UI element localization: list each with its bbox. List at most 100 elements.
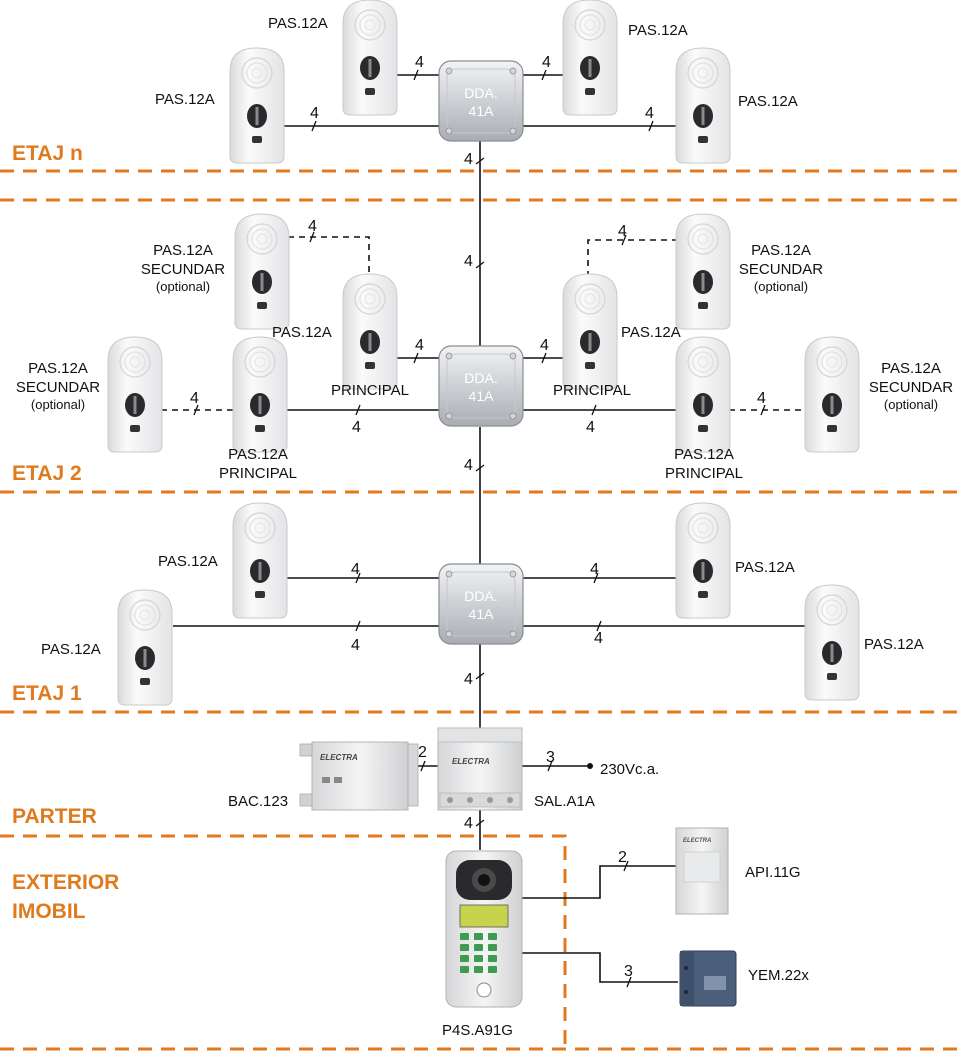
device-label: YEM.22x <box>748 967 809 984</box>
wire-count: 4 <box>645 105 654 122</box>
device-label: PAS.12A <box>158 553 218 570</box>
device-label: API.11G <box>745 864 801 881</box>
device-label: PAS.12A <box>41 641 101 658</box>
pas-12a-principal-unit <box>232 336 288 453</box>
device-label: PAS.12A <box>881 360 941 377</box>
wire-count: 4 <box>757 390 766 407</box>
pas-12a-unit <box>229 47 285 164</box>
floor-label-etaj-n: ETAJ n <box>12 142 83 165</box>
wire-optional <box>288 236 370 277</box>
pas-12a-unit <box>342 0 398 116</box>
dda-label: 41A <box>469 103 495 119</box>
terminal-dot <box>587 763 593 769</box>
power-label: 230Vc.a. <box>600 761 659 778</box>
dda-41a-distributor: DDA. 41A <box>438 563 524 645</box>
device-label: (optional) <box>754 279 808 294</box>
device-label: PAS.12A <box>28 360 88 377</box>
device-label: PAS.12A <box>153 242 213 259</box>
pas-12a-unit <box>562 0 618 116</box>
wire-count: 4 <box>415 54 424 71</box>
pas-12a-secundar-unit <box>675 213 731 330</box>
pas-12a-secundar-unit <box>107 336 163 453</box>
wire-count: 4 <box>590 561 599 578</box>
wire-count: 4 <box>310 105 319 122</box>
wire-api <box>522 865 676 899</box>
pas-12a-principal-unit <box>342 273 398 390</box>
wire-count: 3 <box>624 963 633 980</box>
device-label: PAS.12A <box>674 446 734 463</box>
pas-12a-unit <box>117 589 173 706</box>
device-label: PRINCIPAL <box>331 382 409 399</box>
wire-count: 4 <box>464 253 473 270</box>
dda-label: DDA. <box>464 588 497 604</box>
dda-label: DDA. <box>464 85 497 101</box>
dda-label: DDA. <box>464 370 497 386</box>
sal-a1a-power-supply: ELECTRA <box>437 727 523 811</box>
device-label: PAS.12A <box>864 636 924 653</box>
device-label: SECUNDAR <box>16 379 100 396</box>
pas-12a-principal-unit <box>675 336 731 453</box>
wire-count: 4 <box>464 457 473 474</box>
wire-count: 4 <box>308 218 317 235</box>
device-label: PAS.12A <box>628 22 688 39</box>
wire-count: 4 <box>415 337 424 354</box>
wire-count: 4 <box>542 54 551 71</box>
api-11g-unit: ELECTRA <box>675 827 729 915</box>
wire-count: 4 <box>190 390 199 407</box>
dda-label: 41A <box>469 606 495 622</box>
wire-count: 2 <box>618 849 627 866</box>
brand-label: ELECTRA <box>320 753 358 762</box>
device-label: PAS.12A <box>155 91 215 108</box>
dda-41a-distributor: DDA. 41A <box>438 60 524 142</box>
pas-12a-secundar-unit <box>804 336 860 453</box>
p4s-a91g-entrance-panel <box>445 850 523 1008</box>
wire-count: 4 <box>594 630 603 647</box>
dda-41a-distributor: DDA. 41A <box>438 345 524 427</box>
device-label: SECUNDAR <box>141 261 225 278</box>
device-label: PAS.12A <box>621 324 681 341</box>
wire-count: 4 <box>618 223 627 240</box>
pas-12a-unit <box>232 502 288 619</box>
brand-label: ELECTRA <box>452 757 490 766</box>
device-label: PAS.12A <box>272 324 332 341</box>
yem-22x-lock <box>679 950 737 1007</box>
wire-count: 4 <box>464 815 473 832</box>
device-label: (optional) <box>884 397 938 412</box>
device-label: PAS.12A <box>738 93 798 110</box>
wire-count: 4 <box>540 337 549 354</box>
device-label: SECUNDAR <box>739 261 823 278</box>
device-label: PRINCIPAL <box>553 382 631 399</box>
floor-label-etaj-1: ETAJ 1 <box>12 682 82 705</box>
device-label: PAS.12A <box>228 446 288 463</box>
floor-label-parter: PARTER <box>12 805 97 828</box>
brand-label: ELECTRA <box>683 838 711 844</box>
pas-12a-unit <box>675 47 731 164</box>
floor-label-etaj-2: ETAJ 2 <box>12 462 82 485</box>
bac-123-unit: ELECTRA <box>299 741 419 811</box>
device-label: PAS.12A <box>268 15 328 32</box>
pas-12a-unit <box>675 502 731 619</box>
pas-12a-secundar-unit <box>234 213 290 330</box>
device-label: (optional) <box>31 397 85 412</box>
pas-12a-unit <box>804 584 860 701</box>
wire-yem <box>522 952 678 983</box>
device-label: PRINCIPAL <box>219 465 297 482</box>
wire-count: 4 <box>586 419 595 436</box>
wire-count: 2 <box>418 744 427 761</box>
device-label: PRINCIPAL <box>665 465 743 482</box>
device-label: PAS.12A <box>751 242 811 259</box>
wire-count: 4 <box>464 151 473 168</box>
floor-label-exterior: EXTERIOR <box>12 871 119 894</box>
wire-count: 4 <box>464 671 473 688</box>
wire-count: 3 <box>546 749 555 766</box>
wire-count: 4 <box>352 419 361 436</box>
wire-optional <box>587 239 676 277</box>
device-label: SAL.A1A <box>534 793 595 810</box>
floor-label-imobil: IMOBIL <box>12 900 86 923</box>
device-label: P4S.A91G <box>442 1022 513 1039</box>
pas-12a-principal-unit <box>562 273 618 390</box>
wire-ticks <box>193 69 766 988</box>
device-label: (optional) <box>156 279 210 294</box>
separator-exterior <box>0 834 567 1049</box>
